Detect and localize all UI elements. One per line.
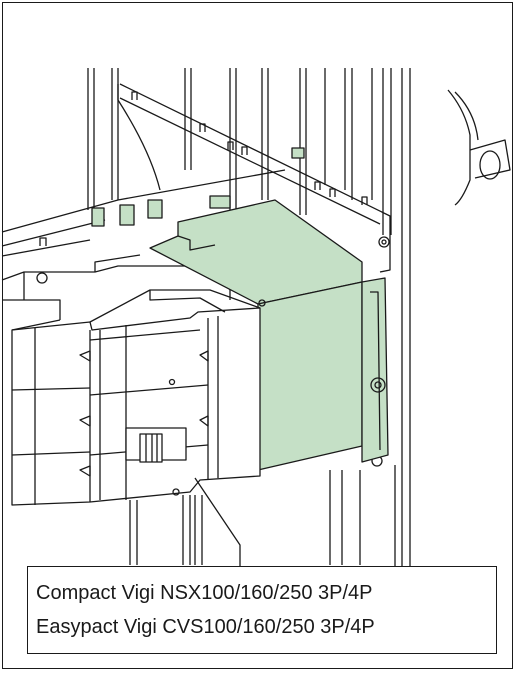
caption-line-compact: Compact Vigi NSX100/160/250 3P/4P <box>36 582 373 604</box>
caption-line-easypact: Easypact Vigi CVS100/160/250 3P/4P <box>36 616 375 638</box>
leader-line <box>194 477 241 566</box>
right-handle-bracket <box>447 89 511 206</box>
circuit-breaker <box>11 289 261 506</box>
model-caption-box: Compact Vigi NSX100/160/250 3P/4P Easypa… <box>27 566 497 654</box>
terminal-cover <box>149 199 389 471</box>
vertical-uprights <box>87 68 411 590</box>
mounting-rail <box>1 83 391 467</box>
